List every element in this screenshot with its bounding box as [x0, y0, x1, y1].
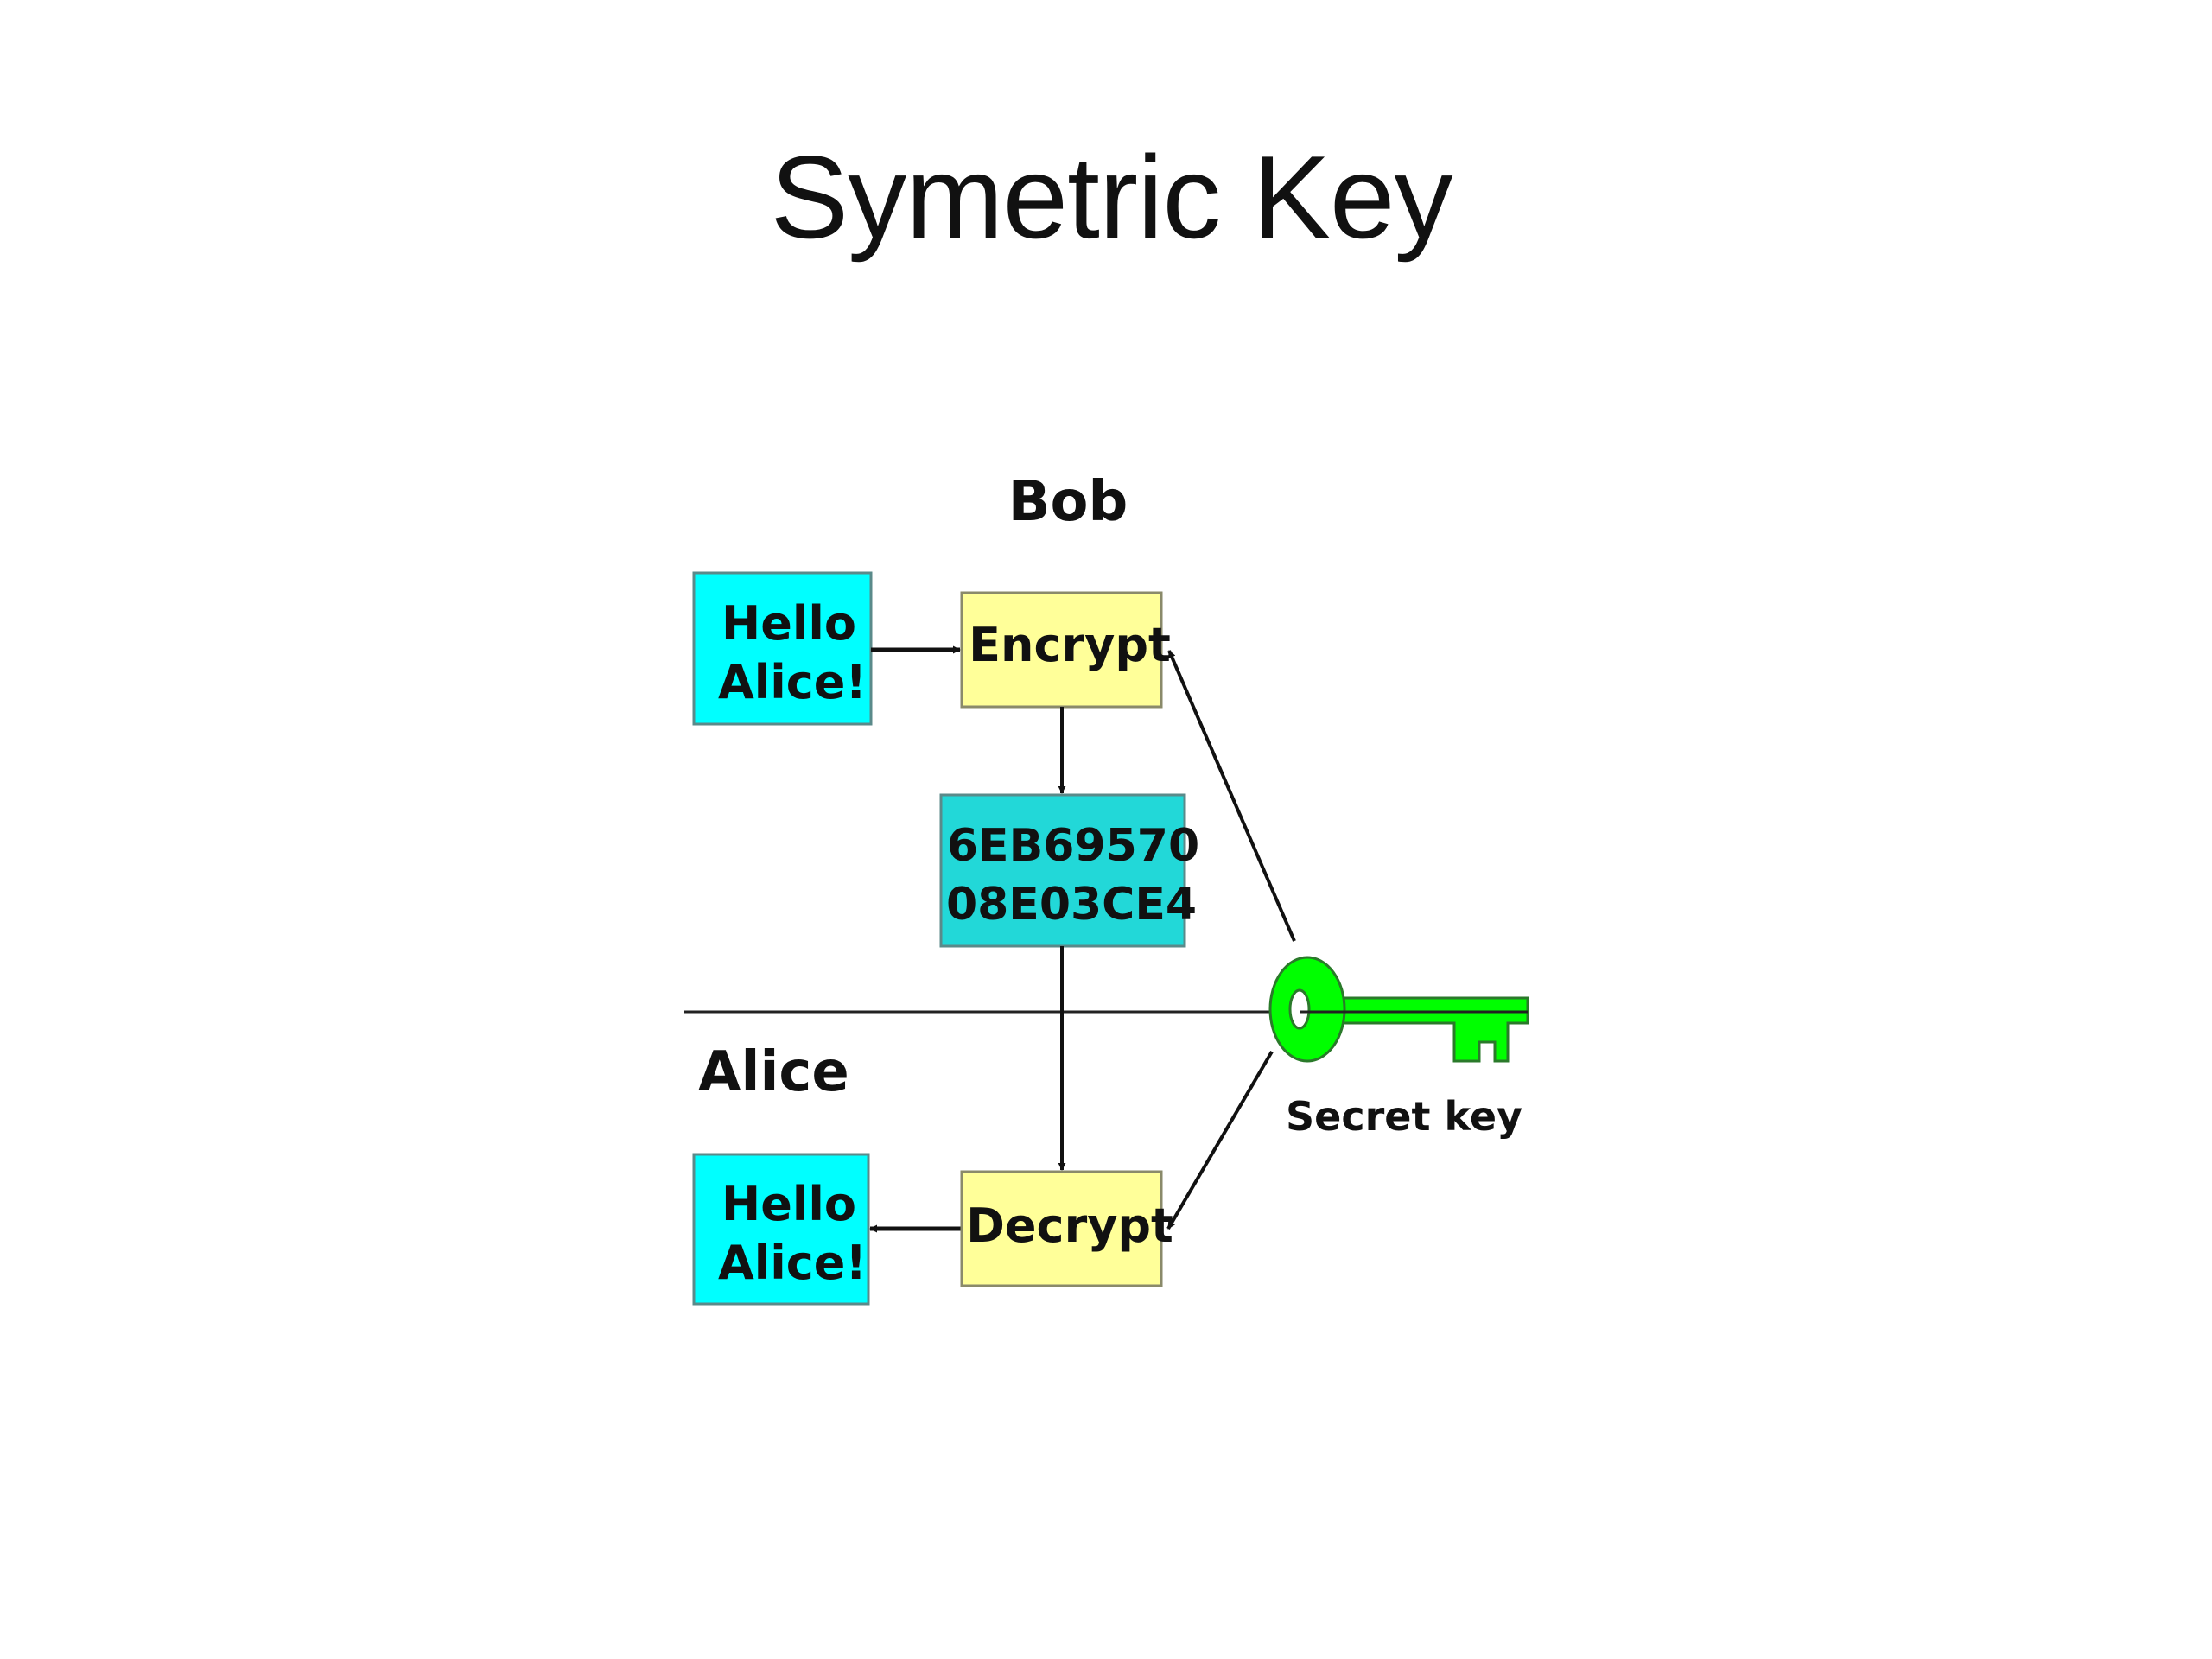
- decrypt-label: Decrypt: [966, 1198, 1173, 1253]
- ciphertext-line-2: 08E03CE4: [946, 879, 1197, 931]
- key-label: Secret key: [1286, 1093, 1522, 1140]
- encrypt-label: Encrypt: [969, 618, 1171, 672]
- arrow-key-to-encrypt: [1167, 650, 1296, 942]
- decrypt-rect: [960, 1170, 1163, 1287]
- plaintext-sender-rect: [692, 571, 873, 726]
- plaintext-receiver-line-2: Alice!: [718, 1236, 867, 1290]
- sender-label: Bob: [1008, 470, 1128, 534]
- plaintext-receiver-box: Hello Alice!: [692, 1153, 870, 1306]
- arrow-key-to-decrypt: [1166, 1050, 1274, 1230]
- key-icon: [1268, 956, 1529, 1063]
- plaintext-sender-line-2: Alice!: [718, 655, 867, 709]
- encrypt-box: Encrypt: [960, 591, 1171, 709]
- plaintext-receiver-line-1: Hello: [721, 1177, 856, 1231]
- ciphertext-line-1: 6EB69570: [947, 820, 1199, 872]
- plaintext-sender-box: Hello Alice!: [692, 571, 873, 726]
- receiver-label: Alice: [698, 1040, 849, 1104]
- ciphertext-rect: [939, 793, 1186, 948]
- ciphertext-box: 6EB69570 08E03CE4: [939, 793, 1199, 948]
- slide-title: Symetric Key: [770, 131, 1452, 263]
- plaintext-sender-line-1: Hello: [721, 596, 856, 651]
- decrypt-box: Decrypt: [960, 1170, 1173, 1287]
- plaintext-receiver-rect: [692, 1153, 870, 1306]
